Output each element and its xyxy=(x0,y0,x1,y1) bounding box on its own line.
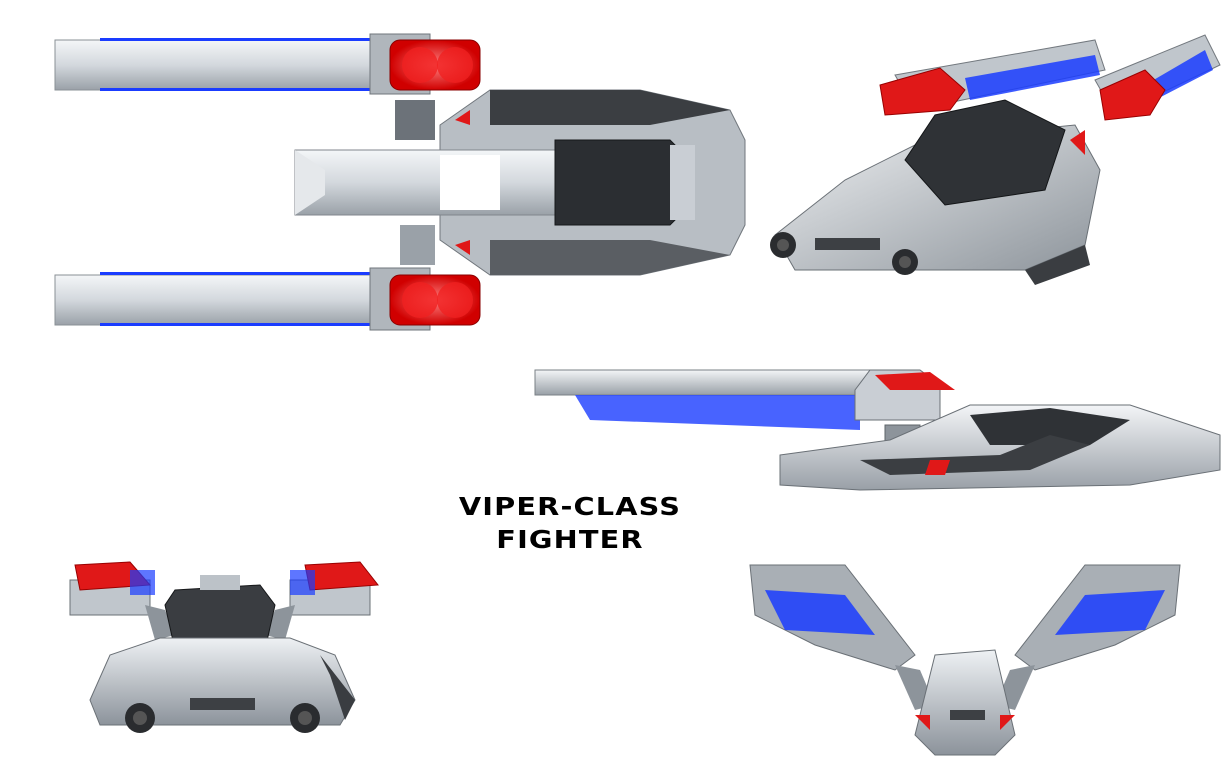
ship-rear-view xyxy=(745,555,1185,760)
ship-title-line2: FIGHTER xyxy=(496,525,644,554)
ship-side-view xyxy=(530,360,1225,510)
lower-nacelle xyxy=(54,267,481,331)
main-hull xyxy=(294,89,746,276)
upper-nacelle xyxy=(54,33,481,95)
ship-top-view xyxy=(50,30,750,335)
ship-front-view xyxy=(60,560,380,745)
ship-perspective-view xyxy=(765,30,1225,290)
ship-title-line1: VIPER-CLASS xyxy=(458,492,682,521)
ship-title: VIPER-CLASS FIGHTER xyxy=(421,490,720,556)
